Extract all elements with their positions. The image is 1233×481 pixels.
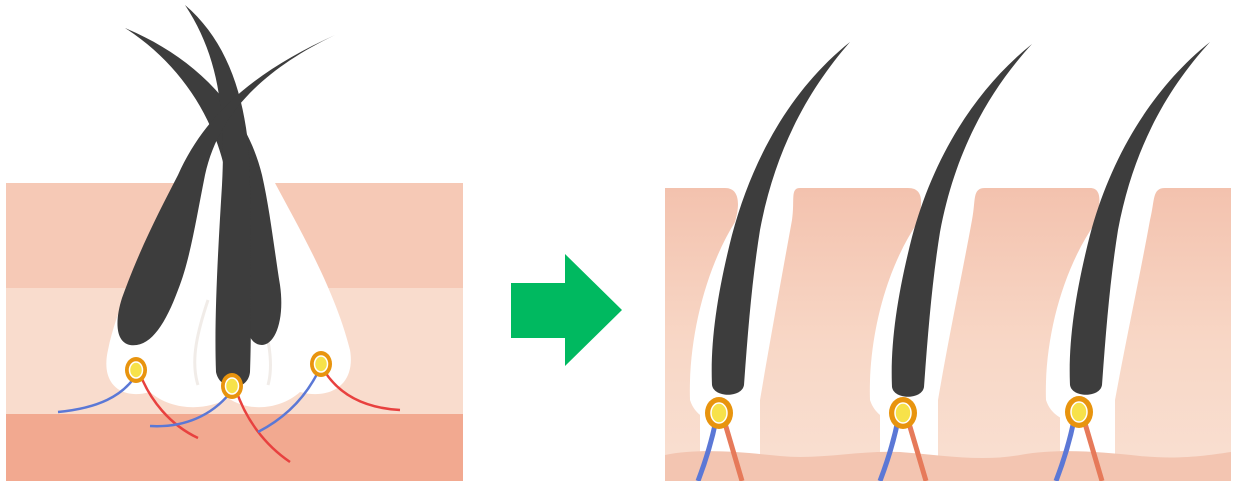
papilla (221, 373, 243, 399)
before-panel (6, 5, 463, 481)
papilla (125, 357, 147, 383)
after-panel (665, 42, 1231, 481)
papilla (1065, 396, 1093, 428)
papilla (889, 397, 917, 429)
papilla (310, 351, 332, 377)
arrow-right-icon (511, 254, 622, 366)
papilla (705, 397, 733, 429)
skin-layer-deep (6, 414, 463, 481)
skin-block (1115, 188, 1231, 470)
